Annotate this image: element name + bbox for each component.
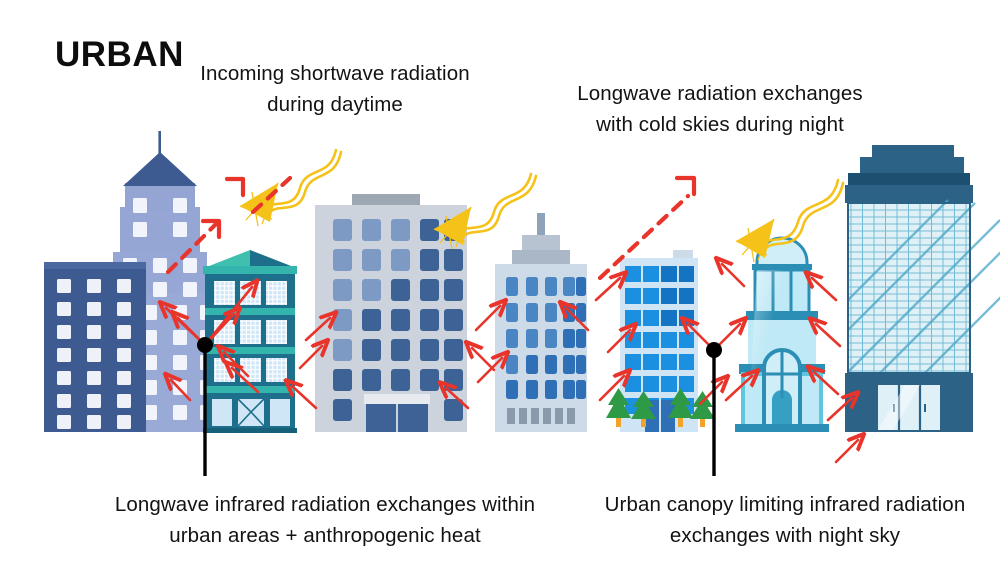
tree-icon [606,388,715,427]
building-blue-glass-office [606,250,715,432]
caption-pin-right [706,342,722,476]
caption-incoming-shortwave: Incoming shortwave radiation during dayt… [200,62,470,116]
building-periwinkle-spire-tower [106,131,214,432]
caption-urban-canopy: Urban canopy limiting infrared radiation… [604,493,966,547]
escaping-radiation-arrowhead-icon [200,175,697,240]
building-cyan-domed-pavilion [735,236,829,432]
building-glass-curtain-skyscraper [845,145,1000,432]
building-grey-office-block [315,194,467,432]
escaping-radiation-dashed-arrow [165,175,691,281]
building-navy-block-tower [44,131,214,432]
infrared-exchange-arrow [166,264,858,464]
page-title: URBAN [55,35,184,74]
caption-pin-left [197,337,213,476]
solar-ray-icon [760,178,845,249]
caption-longwave-urban-exchanges: Longwave infrared radiation exchanges wi… [114,493,536,547]
solar-ray-icon [458,172,538,237]
solar-ray-arrowhead-icon [735,218,775,263]
solar-ray-arrowhead-icon [239,182,279,227]
solar-ray-arrowhead-icon [433,206,472,250]
solar-ray-icon [264,148,343,213]
caption-longwave-night: Longwave radiation exchanges with cold s… [577,82,863,136]
